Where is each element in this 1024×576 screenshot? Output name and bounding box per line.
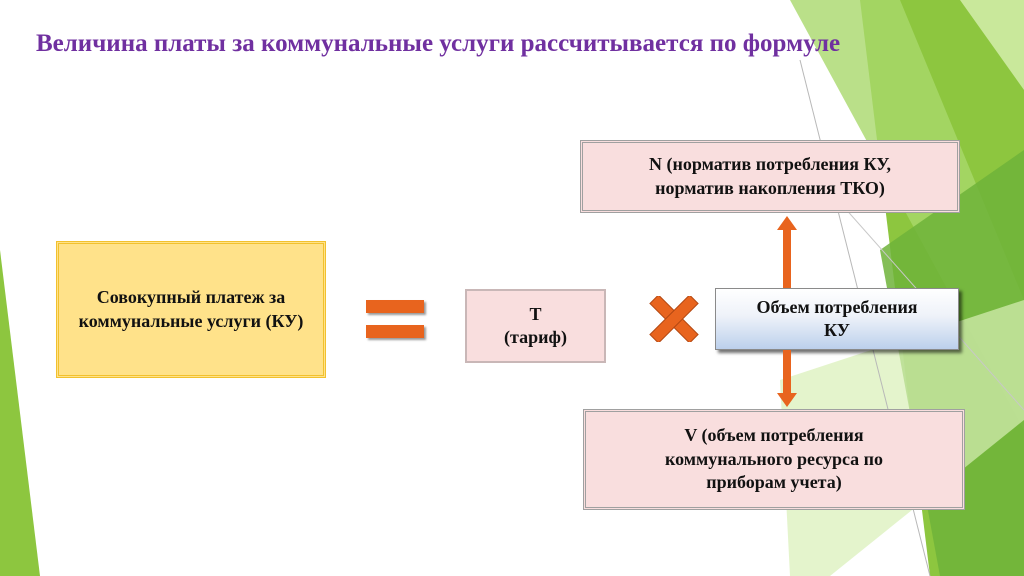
norm-line1: N (норматив потребления КУ,: [649, 154, 891, 175]
meter-volume-box: V (объем потребления коммунального ресур…: [583, 409, 965, 510]
page-title: Величина платы за коммунальные услуги ра…: [36, 30, 841, 57]
consumption-volume-line1: Объем потребления: [756, 296, 918, 317]
equals-bar-bottom: [366, 325, 424, 338]
multiply-icon: [649, 296, 699, 342]
green-triangle-left: [0, 250, 40, 576]
norm-box: N (норматив потребления КУ, норматив нак…: [580, 140, 960, 213]
equals-bar-top: [366, 300, 424, 313]
tariff-symbol: Т: [529, 303, 542, 324]
total-payment-label: Совокупный платеж за коммунальные услуги…: [78, 287, 304, 331]
equals-icon: [366, 298, 424, 342]
consumption-volume-box: Объем потребления КУ: [715, 288, 959, 350]
total-payment-box: Совокупный платеж за коммунальные услуги…: [56, 241, 326, 378]
tariff-label: (тариф): [504, 327, 567, 347]
tariff-box: Т (тариф): [465, 289, 606, 363]
arrow-down-icon: [777, 350, 797, 407]
meter-volume-label: V (объем потребления коммунального ресур…: [664, 425, 884, 493]
arrow-up-icon: [777, 216, 797, 288]
norm-line2: норматив накопления ТКО): [655, 177, 885, 198]
consumption-volume-line2: КУ: [824, 320, 850, 340]
pale-green-right: [960, 0, 1024, 90]
